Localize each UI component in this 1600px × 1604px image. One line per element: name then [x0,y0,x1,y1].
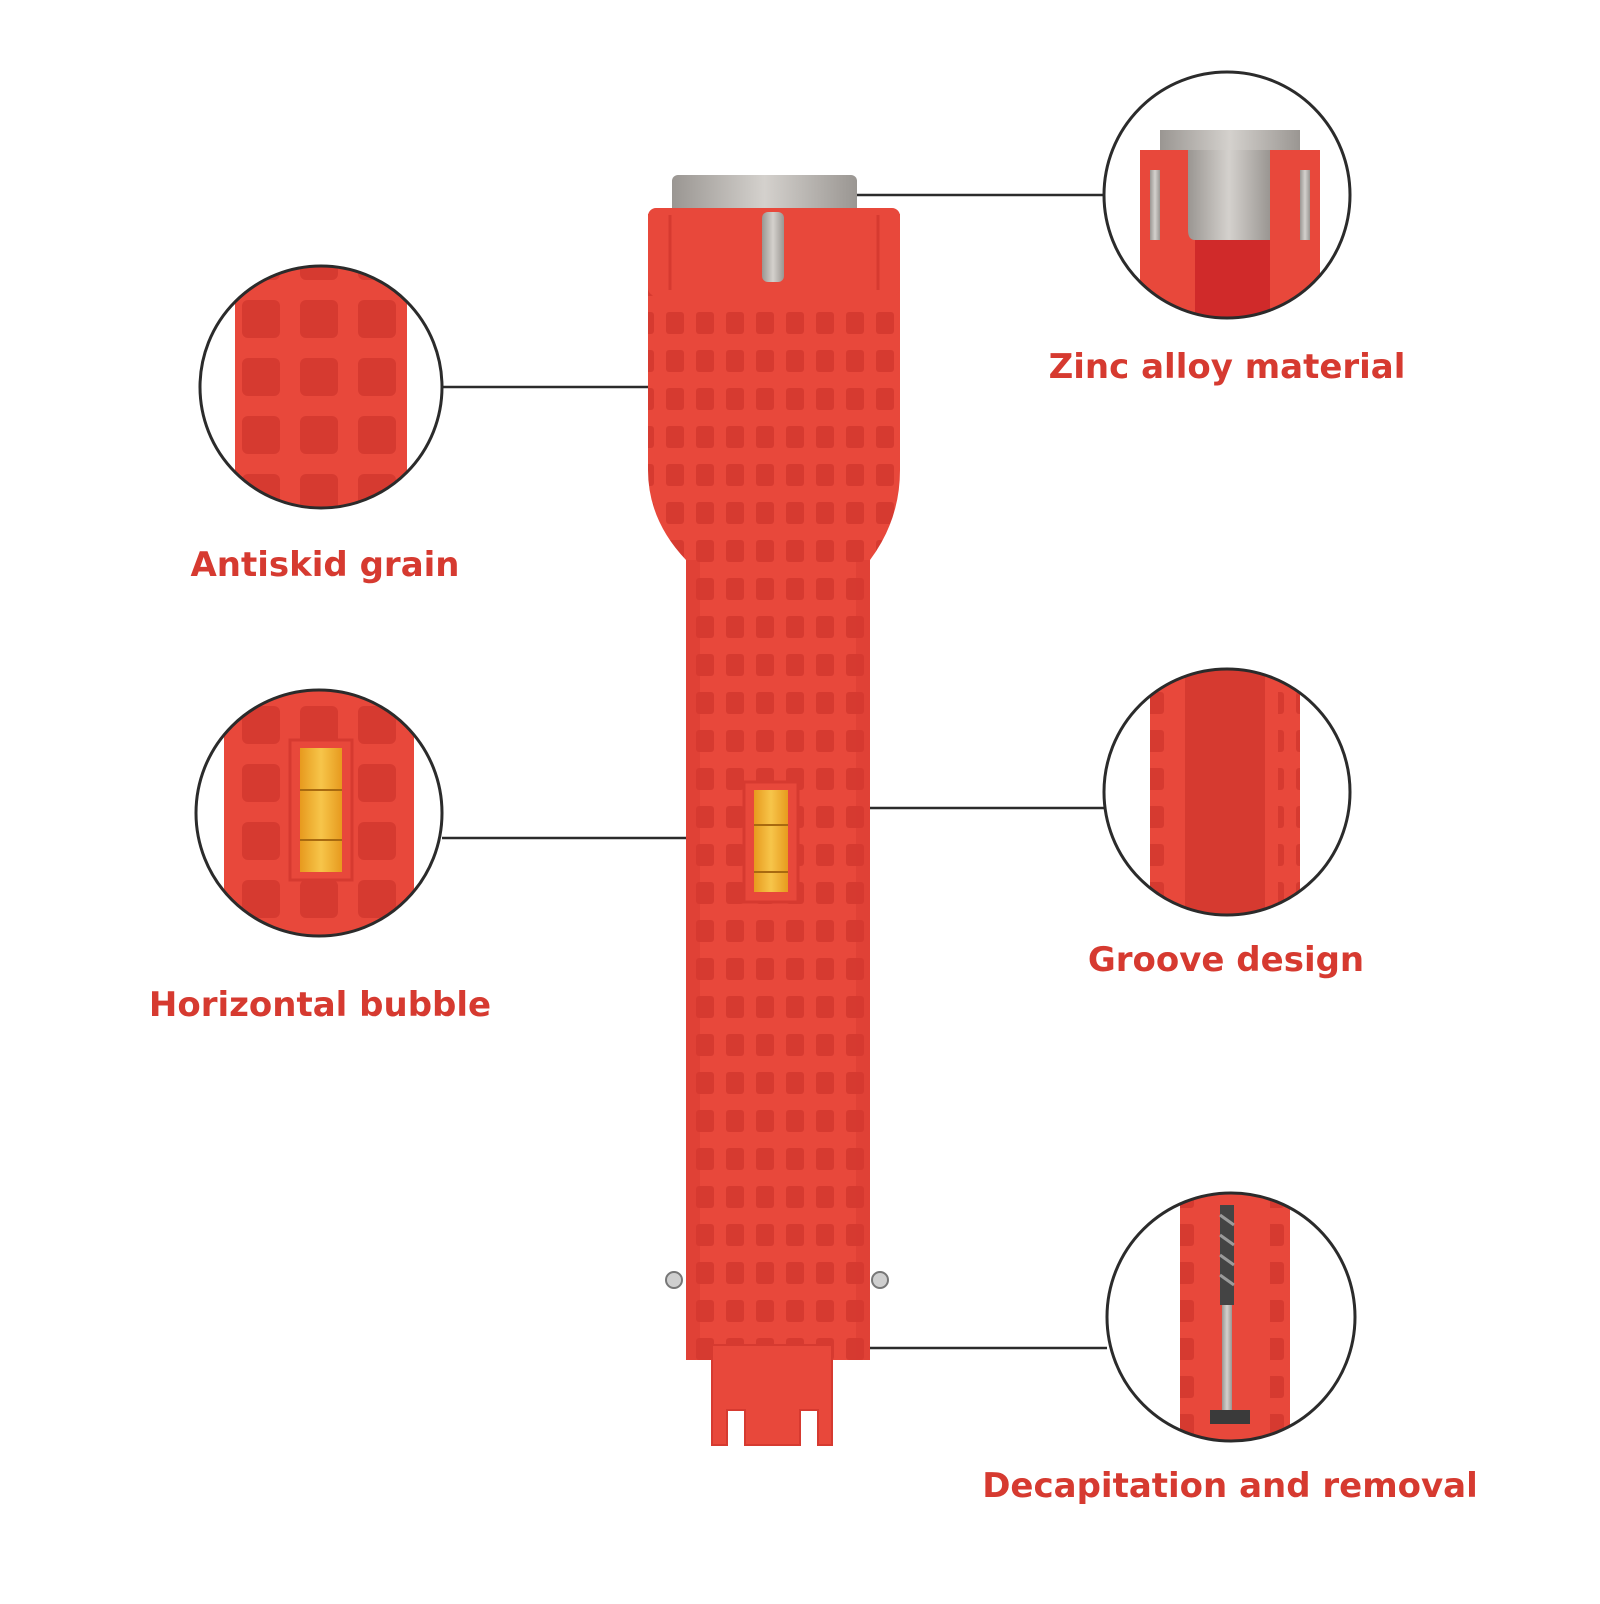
tool-bottom-tip [711,1344,833,1446]
detail-circle-bubble [194,688,444,938]
detail-circle-groove [1102,667,1352,917]
wrench-tool [648,175,900,1446]
label-horizontal-bubble: Horizontal bubble [148,985,492,1025]
screw-right [871,1271,889,1289]
detail-circle-antiskid [198,264,444,510]
bubble-level-vial [754,790,788,892]
label-zinc-alloy-material: Zinc alloy material [1048,347,1406,387]
label-decapitation-and-removal: Decapitation and removal [982,1466,1478,1506]
collar-slot [762,212,784,282]
detail-circle-decap [1105,1191,1357,1443]
label-groove-design: Groove design [1087,940,1365,980]
screw-left [665,1271,683,1289]
metal-cap [672,175,857,215]
detail-circle-zinc [1102,70,1352,320]
label-antiskid-grain: Antiskid grain [190,545,460,585]
